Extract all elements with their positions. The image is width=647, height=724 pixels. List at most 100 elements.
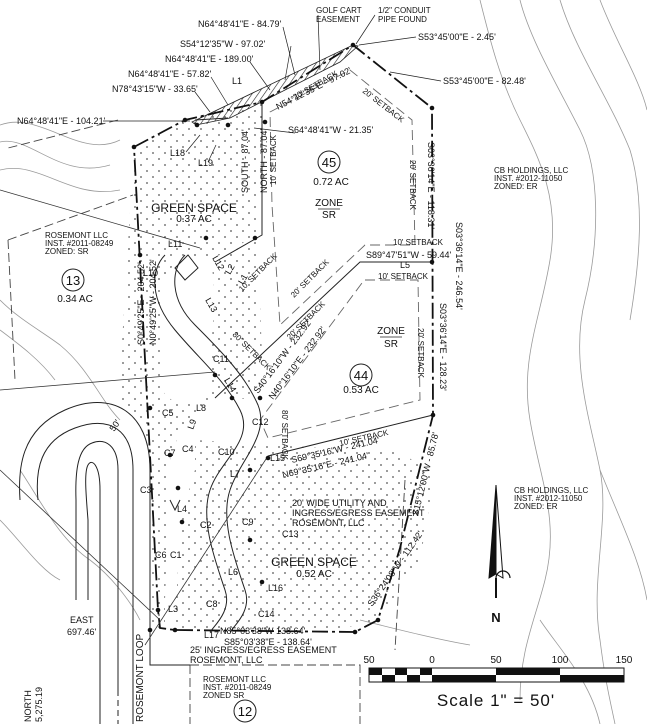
green-space-lower-name: GREEN SPACE — [271, 555, 357, 569]
golf-cart-easement-label: EASEMENT — [316, 15, 360, 24]
owner-name: CB HOLDINGS, LLC — [514, 486, 588, 495]
owner-zoned: ZONED: ER — [494, 182, 538, 191]
curve-label: C7 — [164, 448, 176, 458]
scale-tick-label: 50 — [490, 655, 502, 666]
curve-label: L9 — [185, 418, 198, 431]
owner-cb-a: CB HOLDINGS, LLC INST. #2012-11050 ZONED… — [494, 166, 568, 191]
curve-label: C9 — [242, 517, 254, 527]
owner-cb-b: CB HOLDINGS, LLC INST. #2012-11050 ZONED… — [514, 486, 588, 511]
setback-label: 80' SETBACK — [280, 410, 289, 461]
green-space-labels: GREEN SPACE 0.37 AC GREEN SPACE 0.52 AC — [151, 201, 357, 580]
bearing-label: S54°12'35"W - 97.02' — [180, 39, 266, 49]
bearing-label: N64°48'41"E - 104.21' — [17, 116, 106, 126]
lot-zone: ZONE — [315, 198, 343, 209]
bearing-label: N64°48'41"E - 84.79' — [198, 19, 282, 29]
green-space-upper-area: 0.37 AC — [176, 214, 212, 225]
lot-zone: ZONE — [377, 326, 405, 337]
setback-label: 20' SETBACK — [361, 86, 406, 124]
curve-label: L2 — [223, 262, 237, 276]
curve-label: L17 — [204, 630, 219, 640]
curve-label: L5 — [400, 260, 410, 270]
lot-number: 44 — [354, 368, 368, 383]
scale-tick-label: 150 — [616, 655, 633, 666]
bearing-label: S03°36'14"E - 118.31' — [426, 142, 436, 229]
owner-zoned: ZONED SR — [203, 691, 245, 700]
curve-label: C11 — [213, 354, 229, 364]
curve-label: L1 — [232, 76, 242, 86]
curve-label: L8 — [196, 403, 206, 413]
bearing-label: S53°45'00"E - 2.45' — [418, 32, 496, 42]
curve-label: C10 — [218, 447, 235, 457]
lot-area: 0.53 AC — [343, 385, 379, 396]
owner-name: CB HOLDINGS, LLC — [494, 166, 568, 175]
bearing-label: S89°47'51"W - 59.44' — [366, 250, 452, 260]
scale-tick-label: 50 — [363, 655, 375, 666]
bearing-label: SOUTH - 87.04' — [240, 129, 250, 193]
curve-label: L1 — [236, 272, 250, 286]
utility-easement-label: INGRESS/EGRESS EASEMENT — [292, 508, 425, 518]
notes: GOLF CART EASEMENT 1/2" CONDUIT PIPE FOU… — [107, 6, 430, 665]
curve-label: L18 — [170, 148, 185, 158]
curve-label: L7 — [230, 469, 240, 479]
curve-label: C2 — [200, 520, 212, 530]
owner-inst: INST. #2011-08249 — [203, 683, 272, 692]
scale-caption: Scale 1" = 50' — [437, 691, 555, 710]
setback-label: 20' SETBACK — [289, 257, 331, 299]
curve-label: C6 — [155, 550, 167, 560]
lot-number: 12 — [238, 704, 252, 719]
green-space-lower-area — [175, 440, 435, 630]
curve-label: L6 — [228, 567, 238, 577]
setback-label: 20' SETBACK — [408, 160, 417, 211]
curve-label: L3 — [168, 604, 178, 614]
owner-name: ROSEMONT LLC — [45, 231, 108, 240]
green-space-upper-name: GREEN SPACE — [151, 201, 237, 215]
owner-inst: INST. #2012-11050 — [494, 174, 563, 183]
dimension-label: 50' — [107, 418, 122, 434]
lot-45: 45 0.72 AC ZONE SR — [313, 150, 349, 221]
lot-13: 13 0.34 AC — [57, 268, 93, 305]
curve-label: L15 — [270, 453, 285, 463]
setback-label: 20' SETBACK — [416, 328, 425, 379]
golf-cart-easement-label: GOLF CART — [316, 6, 362, 15]
setback-label: 10' SETBACK — [269, 134, 278, 185]
owner-name: ROSEMONT LLC — [203, 675, 266, 684]
owner-inst: INST. #2012-11050 — [514, 494, 583, 503]
curve-label: C1 — [170, 550, 182, 560]
curve-label: C5 — [162, 408, 174, 418]
bearing-label: N64°48'41"E - 57.82' — [128, 69, 212, 79]
bearing-label: N78°43'15"W - 33.65' — [112, 84, 198, 94]
lot-44: 44 0.53 AC ZONE SR — [343, 326, 405, 396]
interior-lot-lines — [194, 102, 434, 457]
owner-zoned: ZONED: SR — [45, 247, 89, 256]
lot-number: 45 — [322, 155, 336, 170]
ingress-easement-label: 25' INGRESS/EGRESS EASEMENT — [190, 645, 337, 655]
owner-rosemont-b: ROSEMONT LLC INST. #2011-08249 ZONED SR — [203, 675, 272, 700]
lot-area: 0.72 AC — [313, 177, 349, 188]
scale-tick-label: 0 — [429, 655, 435, 666]
curve-label: L16 — [268, 583, 283, 593]
bearing-label: 5,275.19 — [34, 687, 44, 722]
bearing-label: N64°48'41"E - 189.00' — [165, 54, 254, 64]
lot-zone: SR — [322, 210, 336, 221]
bearing-label: S53°45'00"E - 82.48' — [443, 76, 526, 86]
curve-label: C8 — [206, 599, 218, 609]
scale-bar: 50 0 50 100 150 Scale 1" = 50' — [363, 655, 632, 710]
curve-label: L4 — [177, 504, 187, 514]
road-name-label: ROSEMONT LOOP — [135, 634, 146, 722]
curve-label: L10 — [143, 268, 158, 278]
conduit-label: PIPE FOUND — [378, 15, 427, 24]
curve-label: C3 — [140, 485, 152, 495]
bearing-label: N0°49'25"W - 204.52' — [148, 259, 158, 345]
setback-label: 10' SETBACK — [393, 238, 444, 247]
green-space-lower-area: 0.52 AC — [296, 569, 332, 580]
bearing-label: S03°36'14"E - 128.23' — [438, 303, 448, 391]
bearing-label: S64°48'41"W - 21.35' — [288, 125, 374, 135]
utility-easement-label: 20' WIDE UTILITY AND — [292, 498, 387, 508]
curve-label: C13 — [282, 529, 299, 539]
owner-rosemont-a: ROSEMONT LLC INST. #2011-08249 ZONED: SR — [45, 231, 114, 256]
curve-label: C12 — [252, 417, 269, 427]
owner-inst: INST. #2011-08249 — [45, 239, 114, 248]
curve-label: C4 — [182, 444, 194, 454]
utility-easement-label: ROSEMONT, LLC — [292, 518, 365, 528]
